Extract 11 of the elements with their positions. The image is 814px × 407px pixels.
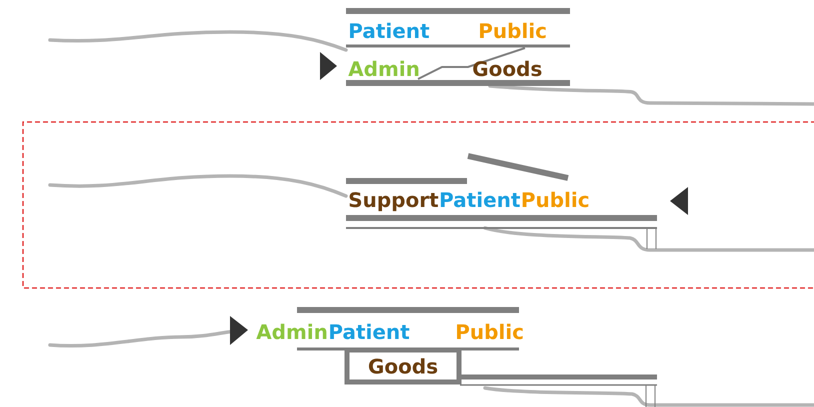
department-label: Public: [480, 22, 546, 38]
department-label: Admin: [348, 60, 418, 76]
department-label: Public: [522, 192, 588, 208]
department-label: Patient: [440, 192, 520, 208]
department-label: Patient: [330, 324, 410, 340]
department-label: Goods: [473, 60, 542, 76]
department-label: Patient: [350, 22, 430, 38]
department-label: Admin: [256, 324, 326, 340]
department-label: Support: [350, 192, 438, 212]
goods-box: Goods: [344, 348, 462, 384]
department-label: Public: [457, 324, 523, 340]
